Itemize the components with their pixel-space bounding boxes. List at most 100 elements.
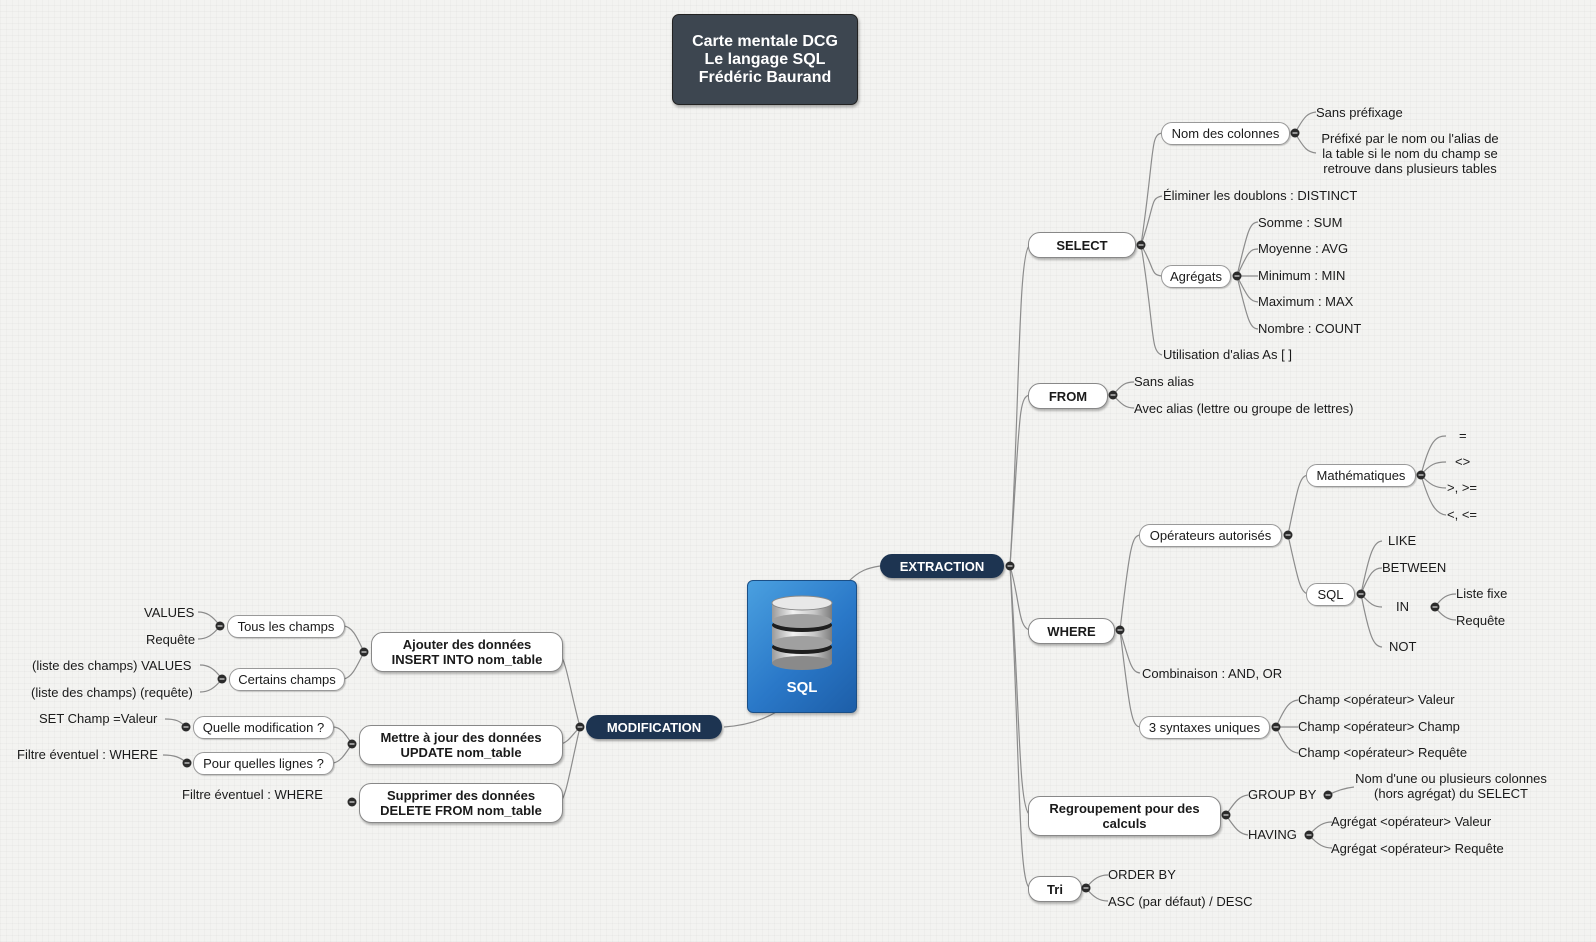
ajouter-line-2: INSERT INTO nom_table: [391, 652, 543, 667]
mettre-line-1: Mettre à jour des données: [380, 730, 542, 745]
collapse-ajouter-icon[interactable]: [359, 647, 369, 657]
label-prefixe: Préfixé par le nom ou l'alias de la tabl…: [1316, 131, 1504, 176]
label-doublons: Éliminer les doublons : DISTINCT: [1163, 188, 1358, 203]
collapse-agregats-icon[interactable]: [1232, 271, 1242, 281]
label-op-equal: =: [1459, 428, 1467, 443]
collapse-supprimer-icon[interactable]: [347, 797, 357, 807]
collapse-certains-champs-icon[interactable]: [217, 674, 227, 684]
prefixe-line-2: la table si le nom du champ se: [1322, 146, 1498, 161]
label-op-gt: >, >=: [1447, 480, 1477, 495]
supprimer-line-1: Supprimer des données: [386, 788, 536, 803]
title-box: Carte mentale DCG Le langage SQL Frédéri…: [672, 14, 858, 105]
label-combinaison: Combinaison : AND, OR: [1142, 666, 1283, 681]
collapse-regroupement-icon[interactable]: [1221, 810, 1231, 820]
mettre-line-2: UPDATE nom_table: [400, 745, 522, 760]
label-having-valeur: Agrégat <opérateur> Valeur: [1331, 814, 1492, 829]
title-line-3: Frédéric Baurand: [698, 68, 832, 86]
collapse-tri-icon[interactable]: [1081, 883, 1091, 893]
node-tri[interactable]: Tri: [1028, 876, 1082, 902]
label-order-by: ORDER BY: [1108, 867, 1176, 882]
node-nom-colonnes[interactable]: Nom des colonnes: [1161, 122, 1290, 145]
label-in: IN: [1396, 599, 1409, 614]
node-operateurs[interactable]: Opérateurs autorisés: [1139, 524, 1282, 547]
group-by-detail-line-1: Nom d'une ou plusieurs colonnes: [1355, 771, 1547, 786]
label-having: HAVING: [1248, 827, 1297, 842]
node-pour-quelles-lignes[interactable]: Pour quelles lignes ?: [193, 752, 334, 775]
central-topic-label: SQL: [786, 679, 818, 696]
label-filtre-update: Filtre éventuel : WHERE: [17, 747, 158, 762]
central-topic[interactable]: SQL: [747, 580, 857, 713]
label-liste-fixe: Liste fixe: [1456, 586, 1508, 601]
collapse-having-icon[interactable]: [1304, 830, 1314, 840]
collapse-modification-icon[interactable]: [575, 722, 585, 732]
node-mettre-a-jour[interactable]: Mettre à jour des données UPDATE nom_tab…: [359, 725, 563, 765]
label-min: Minimum : MIN: [1258, 268, 1346, 283]
collapse-pour-icon[interactable]: [182, 758, 192, 768]
branch-extraction[interactable]: EXTRACTION: [880, 554, 1004, 578]
title-line-2: Le langage SQL: [704, 50, 826, 68]
collapse-select-icon[interactable]: [1136, 240, 1146, 250]
supprimer-line-2: DELETE FROM nom_table: [380, 803, 542, 818]
label-not: NOT: [1389, 639, 1417, 654]
node-quelle-modification[interactable]: Quelle modification ?: [193, 716, 334, 739]
label-set-champ: SET Champ =Valeur: [39, 711, 158, 726]
prefixe-line-1: Préfixé par le nom ou l'alias de: [1321, 131, 1499, 146]
label-op-diff: <>: [1455, 454, 1471, 469]
node-regroupement[interactable]: Regroupement pour des calculs: [1028, 796, 1221, 836]
collapse-tous-champs-icon[interactable]: [215, 621, 225, 631]
node-agregats[interactable]: Agrégats: [1161, 265, 1231, 288]
collapse-mathematiques-icon[interactable]: [1416, 470, 1426, 480]
label-syntaxe-valeur: Champ <opérateur> Valeur: [1298, 692, 1455, 707]
label-syntaxe-champ: Champ <opérateur> Champ: [1298, 719, 1460, 734]
node-mathematiques[interactable]: Mathématiques: [1306, 464, 1416, 487]
label-requete-tous: Requête: [146, 632, 196, 647]
label-avg: Moyenne : AVG: [1258, 241, 1349, 256]
collapse-from-icon[interactable]: [1108, 390, 1118, 400]
label-group-by: GROUP BY: [1248, 787, 1317, 802]
label-between: BETWEEN: [1382, 560, 1447, 575]
branch-modification[interactable]: MODIFICATION: [586, 715, 722, 739]
label-op-lt: <, <=: [1447, 507, 1477, 522]
collapse-mettre-icon[interactable]: [347, 739, 357, 749]
regroupement-line-2: calculs: [1102, 816, 1147, 831]
node-supprimer[interactable]: Supprimer des données DELETE FROM nom_ta…: [359, 783, 563, 823]
collapse-sql-icon[interactable]: [1356, 589, 1366, 599]
label-values: VALUES: [144, 605, 195, 620]
label-sans-prefixage: Sans préfixage: [1316, 105, 1403, 120]
label-liste-requete: (liste des champs) (requête): [31, 685, 193, 700]
prefixe-line-3: retrouve dans plusieurs tables: [1323, 161, 1497, 176]
node-sql[interactable]: SQL: [1306, 583, 1355, 606]
label-requete-in: Requête: [1456, 613, 1506, 628]
label-sum: Somme : SUM: [1258, 215, 1343, 230]
node-certains-champs[interactable]: Certains champs: [229, 668, 345, 691]
ajouter-line-1: Ajouter des données: [402, 637, 532, 652]
label-having-requete: Agrégat <opérateur> Requête: [1331, 841, 1504, 856]
node-from[interactable]: FROM: [1028, 383, 1108, 409]
label-asc-desc: ASC (par défaut) / DESC: [1108, 894, 1253, 909]
database-icon: [771, 595, 833, 670]
collapse-where-icon[interactable]: [1115, 625, 1125, 635]
collapse-quelle-icon[interactable]: [181, 722, 191, 732]
collapse-syntaxes-icon[interactable]: [1271, 722, 1281, 732]
label-liste-values: (liste des champs) VALUES: [32, 658, 192, 673]
group-by-detail-line-2: (hors agrégat) du SELECT: [1374, 786, 1528, 801]
node-tous-champs[interactable]: Tous les champs: [227, 615, 345, 638]
node-select[interactable]: SELECT: [1028, 232, 1136, 258]
collapse-group-by-icon[interactable]: [1323, 790, 1333, 800]
collapse-operateurs-icon[interactable]: [1283, 530, 1293, 540]
label-group-by-detail: Nom d'une ou plusieurs colonnes (hors ag…: [1352, 771, 1550, 801]
node-syntaxes[interactable]: 3 syntaxes uniques: [1139, 716, 1270, 739]
label-max: Maximum : MAX: [1258, 294, 1354, 309]
label-sans-alias: Sans alias: [1134, 374, 1194, 389]
label-filtre-delete: Filtre éventuel : WHERE: [182, 787, 323, 802]
label-count: Nombre : COUNT: [1258, 321, 1362, 336]
collapse-in-icon[interactable]: [1430, 602, 1440, 612]
node-ajouter[interactable]: Ajouter des données INSERT INTO nom_tabl…: [371, 632, 563, 672]
collapse-nom-colonnes-icon[interactable]: [1290, 128, 1300, 138]
label-syntaxe-requete: Champ <opérateur> Requête: [1298, 745, 1468, 760]
label-avec-alias: Avec alias (lettre ou groupe de lettres): [1134, 401, 1354, 416]
node-where[interactable]: WHERE: [1028, 618, 1115, 644]
regroupement-line-1: Regroupement pour des: [1049, 801, 1200, 816]
collapse-extraction-icon[interactable]: [1005, 561, 1015, 571]
label-like: LIKE: [1388, 533, 1417, 548]
